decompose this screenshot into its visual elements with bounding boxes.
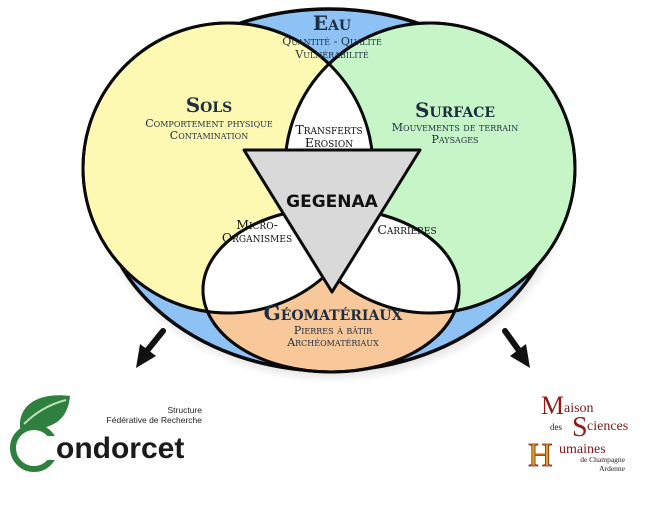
msh-humaines: umaines	[559, 442, 606, 457]
sols-sub2: Contamination	[170, 129, 248, 142]
msh-maison: aison	[564, 401, 594, 416]
eau-title: Eau	[313, 11, 351, 35]
eau-sub2: Vulnérabilité	[294, 48, 368, 61]
surface-sub2: Paysages	[431, 133, 478, 146]
transferts-label: Transferts	[295, 122, 362, 137]
geomateriaux-sub2: Archéomatériaux	[286, 336, 379, 349]
surface-title: Surface	[415, 98, 495, 122]
msh-m-letter: M	[541, 391, 564, 420]
condorcet-line2: Fédérative de Recherche	[107, 415, 203, 425]
left-arrow-icon	[136, 328, 166, 368]
center-triangle	[242, 148, 422, 294]
msh-des: des	[550, 422, 562, 432]
msh-logo: M aison S des ciences H umaines de Champ…	[528, 391, 629, 474]
right-arrow-icon	[502, 328, 530, 368]
micro-label: Micro-	[236, 217, 278, 232]
sols-sub1: Comportement physique	[145, 117, 273, 130]
sols-title: Sols	[186, 93, 233, 117]
carrieres-label: Carrières	[377, 222, 436, 237]
surface-sub1: Mouvements de terrain	[392, 121, 518, 134]
msh-sciences: ciences	[587, 419, 628, 434]
condorcet-logo: Structure Fédérative de Recherche ondorc…	[10, 395, 203, 472]
msh-s-letter: S	[572, 412, 588, 443]
msh-de-champagne: de Champagne	[580, 455, 625, 464]
condorcet-line1: Structure	[168, 405, 203, 415]
organismes-label: Organismes	[222, 230, 292, 245]
condorcet-name: ondorcet	[56, 432, 184, 465]
center-label: GEGENAA	[286, 192, 379, 212]
eau-sub1: Quantité - Qualité	[282, 35, 382, 48]
erosion-label: Erosion	[305, 135, 353, 150]
msh-h-letter: H	[528, 437, 553, 474]
geomateriaux-title: Géomatériaux	[264, 301, 403, 325]
geomateriaux-sub1: Pierres à bâtir	[294, 324, 373, 337]
msh-ardenne: Ardenne	[599, 464, 625, 473]
